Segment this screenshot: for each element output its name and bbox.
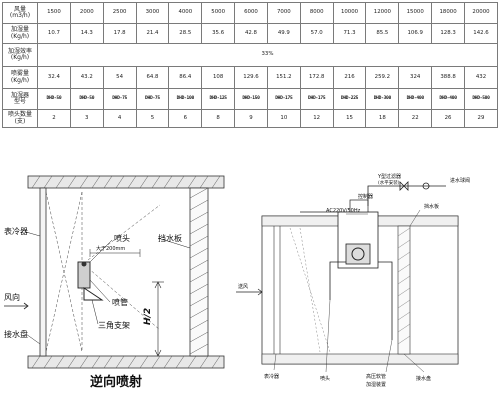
label-baffle: 挡水板: [158, 233, 182, 243]
row-header-line: (支): [14, 117, 26, 125]
row-header-line: 喷头数量: [7, 111, 32, 119]
left-diagram: 表冷器 喷头 挡水板 大于200mm 风向 喷管 H/2 接水盘 三角支架 逆向…: [4, 175, 225, 390]
wind-arrow-head: [23, 302, 29, 310]
right-spray-lines: [289, 227, 331, 353]
row-header-line: (Kg/h): [10, 76, 30, 84]
duct-bottom-wall: [27, 355, 225, 369]
table-cell: 26: [431, 109, 465, 128]
right-diagram: AC220V/50Hz 控制器 Y型过滤器 (水平安装) 进水球阀 挡水板 送风…: [236, 173, 470, 388]
dimension-200: [89, 249, 141, 257]
table-cell: 10: [266, 109, 301, 128]
label-supply: 进水球阀: [450, 177, 470, 184]
row-header-line: (Kg/h): [10, 54, 30, 61]
row-header-line: (Kg/h): [10, 32, 30, 40]
label-cooler: 表冷器: [4, 226, 28, 236]
label-power: AC220V/50Hz: [326, 208, 361, 214]
caption-reverse-spray: 逆向喷射: [90, 374, 142, 390]
label-tray: 接水盘: [4, 329, 28, 339]
label-nozzle: 喷头: [114, 233, 130, 243]
label-right-nozzle: 喷头: [320, 375, 330, 382]
row-header: 喷雾量(Kg/h): [2, 66, 38, 89]
height-dimension: [152, 281, 164, 357]
label-right-wind: 送风: [238, 283, 248, 290]
row-header-line: (m3/h): [9, 12, 31, 19]
right-wind-arrow-head: [257, 288, 263, 296]
row-header: 喷头数量(支): [2, 109, 38, 128]
y-filter-icon: [399, 181, 409, 191]
row-header-line: 型号: [13, 98, 26, 105]
label-bracket: 三角支架: [98, 320, 130, 330]
table-cell: 8: [201, 109, 236, 128]
label-controller: 控制器: [358, 193, 373, 200]
label-pump: 加湿装置: [366, 381, 386, 388]
label-hose: 高压软管: [366, 373, 386, 380]
right-baffle-hatching: [397, 227, 411, 345]
right-baffle: [397, 225, 411, 355]
label-right-cooler: 表冷器: [264, 373, 279, 380]
label-wind: 风向: [4, 292, 20, 302]
label-right-baffle: 挡水板: [424, 203, 439, 210]
table-cell: 15: [332, 109, 367, 128]
row-header: 加湿效率(Kg/h): [2, 43, 38, 67]
pump-wheel: [351, 247, 365, 261]
row-header-line: 加湿器: [10, 91, 29, 99]
label-h2: H/2: [143, 308, 153, 325]
label-right-tray: 接水盘: [416, 375, 431, 382]
right-leaders: [273, 209, 425, 373]
row-header-line: 风量: [13, 5, 26, 13]
label-pipe: 喷管: [112, 297, 128, 307]
triangle-bracket: [83, 287, 104, 301]
duct-top-wall: [27, 175, 225, 189]
baffle-plate: [189, 187, 209, 357]
duct-hatching: [31, 175, 221, 369]
right-pipes: [300, 185, 430, 340]
label-filter-note: (水平安装): [378, 179, 400, 186]
leader-lines: [25, 231, 191, 345]
nozzle-head: [81, 261, 87, 267]
cooler-coil: [39, 187, 47, 357]
duct-box-bottom: [261, 353, 459, 365]
table-cell: 29: [463, 109, 499, 128]
baffle-hatching: [189, 187, 209, 355]
label-filter: Y型过滤器: [377, 173, 401, 180]
row-header-line: 喷雾量: [10, 70, 29, 78]
row-header-line: 加湿效率: [7, 47, 32, 55]
row-header-line: 加湿量: [10, 26, 29, 34]
pump-motor: [345, 243, 371, 265]
label-dim-200: 大于200mm: [96, 245, 125, 252]
